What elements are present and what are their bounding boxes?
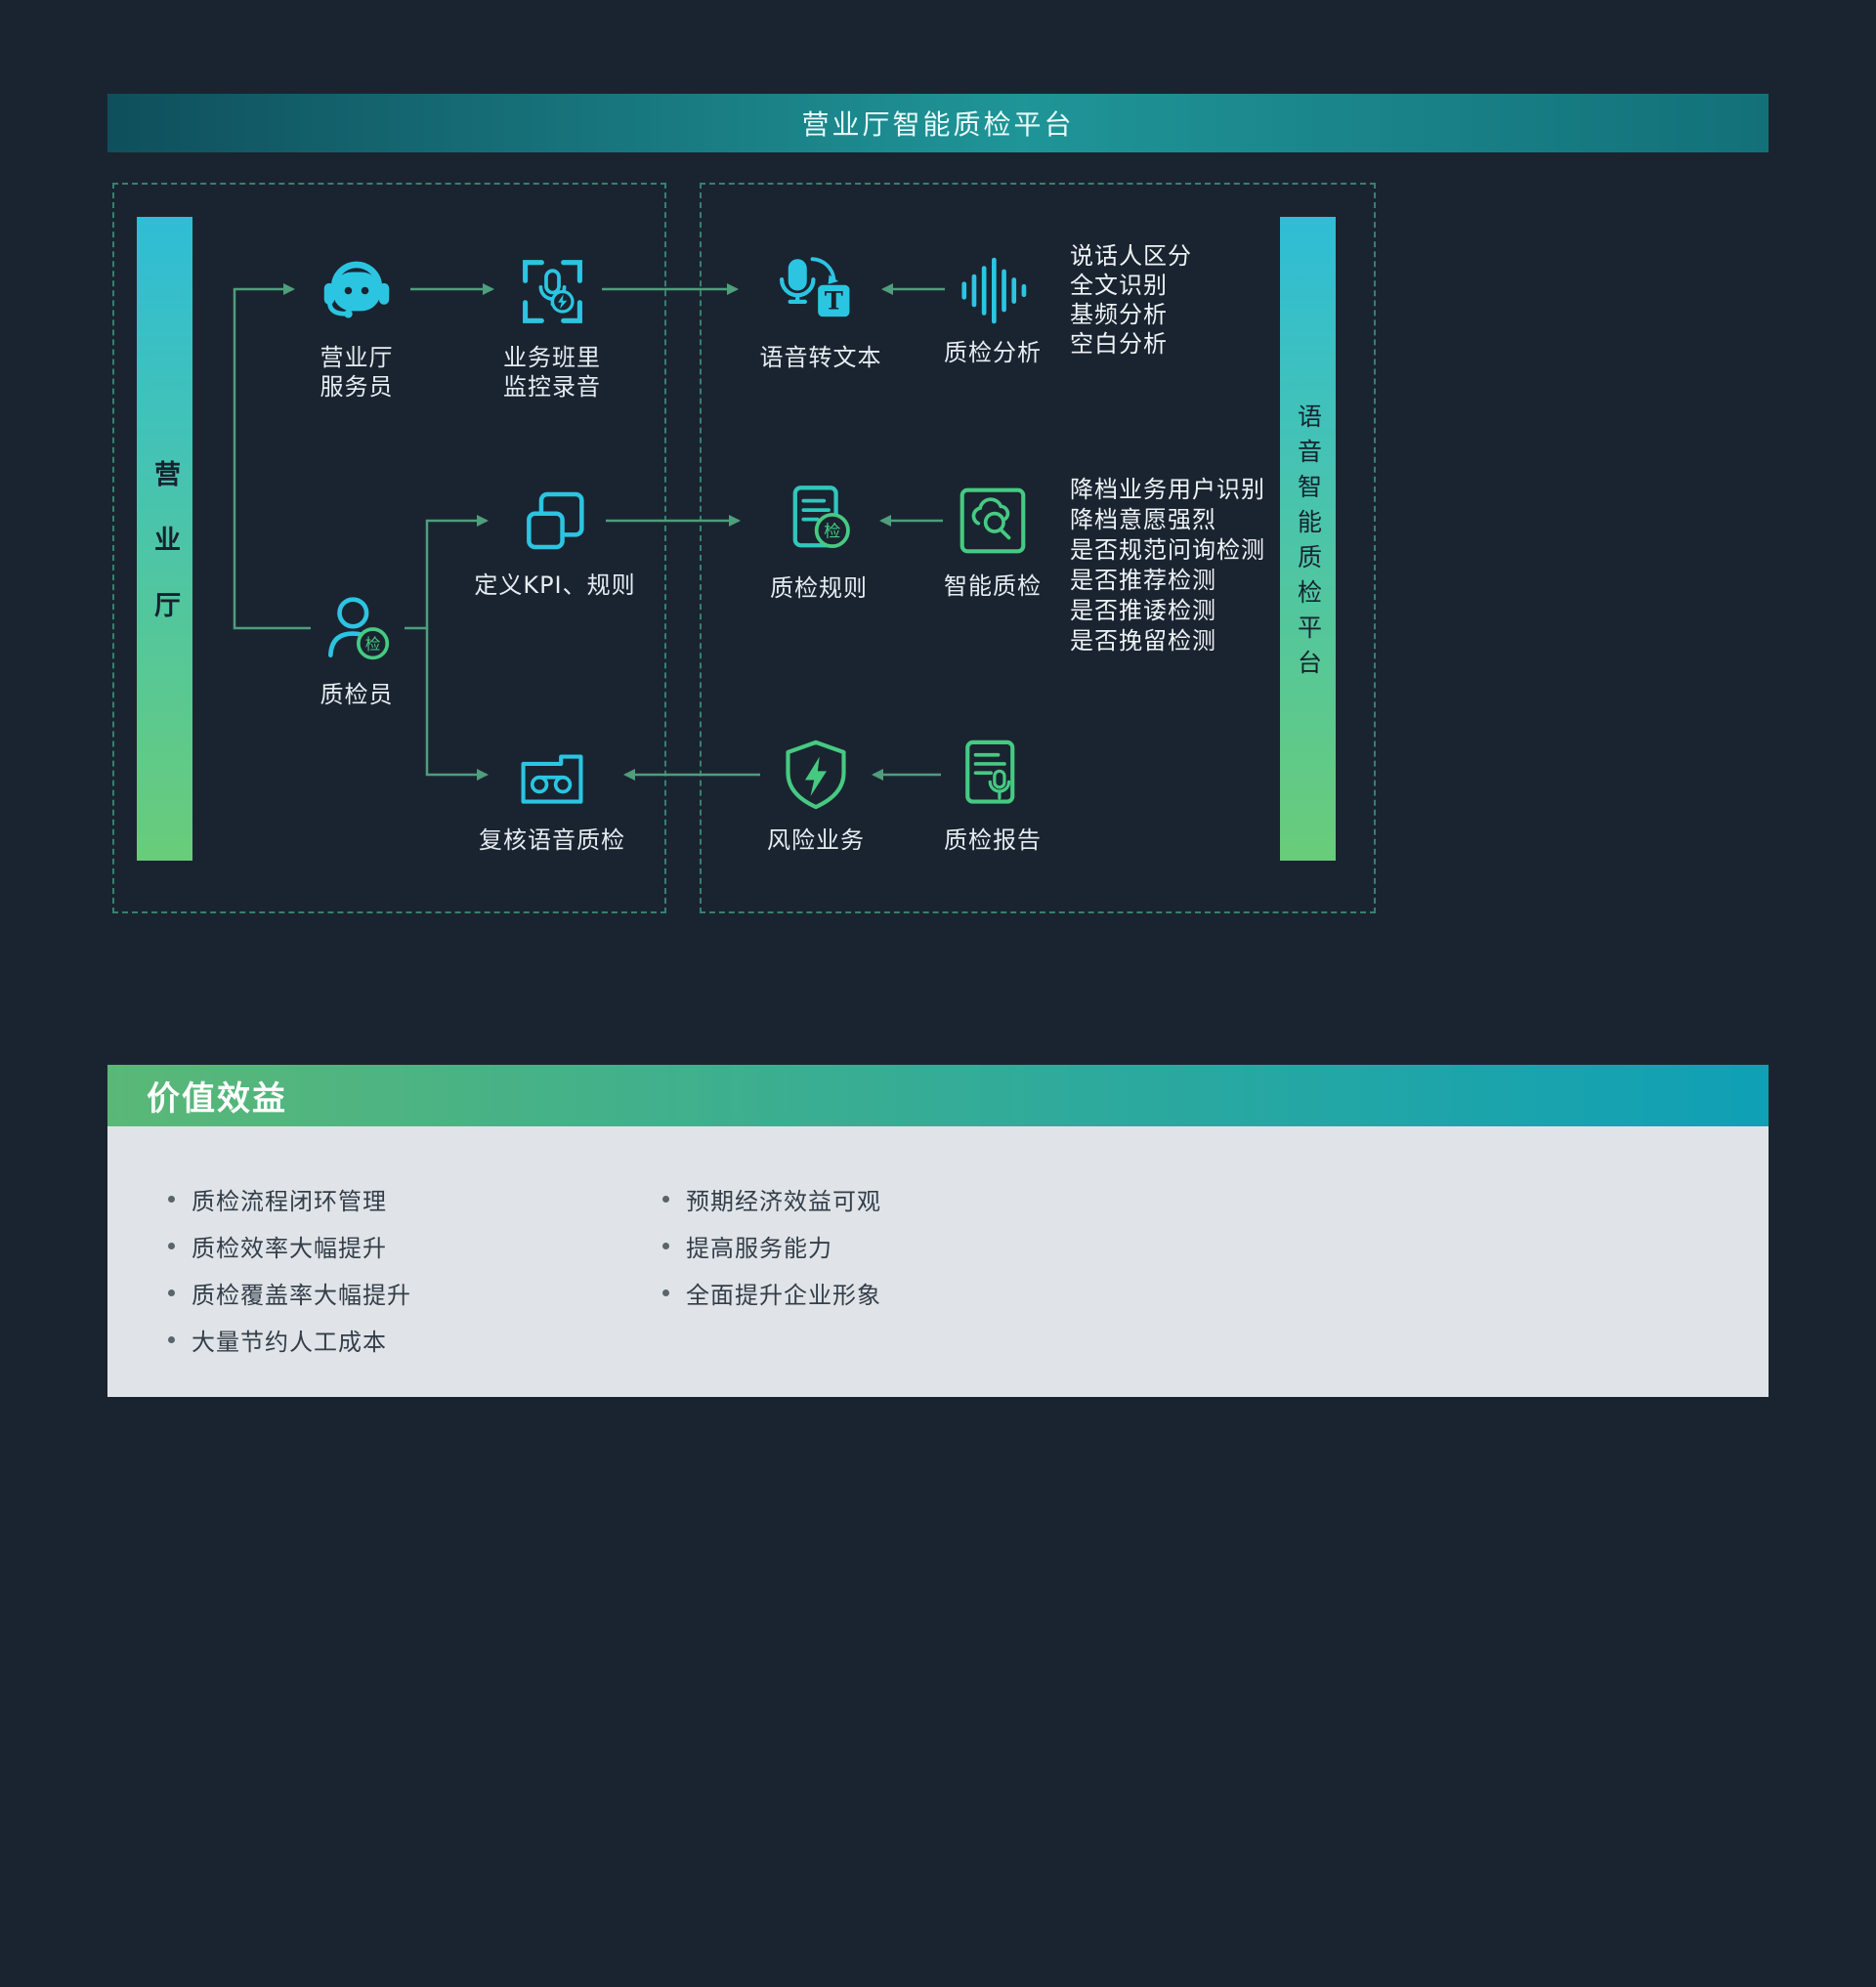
analysis-annotations: 说话人区分 全文识别 基频分析 空白分析 [1070, 241, 1192, 359]
node-label: 语音转文本 [760, 343, 882, 372]
letter-t-glyph: T [825, 287, 843, 317]
voice-qc-platform-bar: 语音智能质检平台 [1280, 217, 1336, 861]
overlapping-squares-icon [526, 491, 584, 550]
rules-document-icon: 检 [792, 486, 850, 549]
label-line: 风险业务 [767, 826, 865, 854]
benefit-item: 预期经济效益可观 [662, 1175, 881, 1222]
benefit-text: 质检效率大幅提升 [192, 1234, 387, 1262]
node-qc-report: 质检报告 [944, 730, 1042, 855]
diagram-title-bar: 营业厅智能质检平台 [107, 94, 1769, 152]
voice-review-recorder-icon [521, 754, 583, 804]
benefit-text: 质检覆盖率大幅提升 [192, 1281, 411, 1309]
node-speech-to-text: T 语音转文本 [760, 244, 882, 372]
label-line: 质检规则 [770, 574, 868, 602]
label-line: 营业厅 [320, 344, 394, 371]
bullet-dot [168, 1242, 175, 1249]
annotation-line: 空白分析 [1070, 330, 1168, 358]
node-label: 质检分析 [944, 338, 1042, 367]
node-label: 定义KPI、规则 [474, 571, 635, 600]
benefits-title: 价值效益 [147, 1079, 287, 1119]
node-smart-qc: 智能质检 [944, 476, 1042, 601]
monitor-recording-icon [522, 260, 582, 323]
label-line: 定义KPI、规则 [474, 571, 636, 599]
annotation-line: 是否规范问询检测 [1070, 536, 1265, 564]
annotation-line: 全文识别 [1070, 272, 1168, 299]
benefits-right-column: 预期经济效益可观 提高服务能力 全面提升企业形象 [662, 1175, 881, 1316]
label-line: 语音转文本 [759, 344, 882, 371]
annotation-line: 基频分析 [1070, 301, 1168, 328]
annotation-line: 说话人区分 [1070, 242, 1192, 270]
node-label: 质检员 [320, 680, 394, 709]
business-hall-bar: 营业厅 [137, 217, 192, 861]
benefit-item: 全面提升企业形象 [662, 1269, 881, 1316]
node-review-voice-qc: 复核语音质检 [479, 730, 625, 855]
badge-char: 检 [824, 523, 840, 542]
node-label: 营业厅 服务员 [320, 343, 394, 402]
inspector-person-icon: 检 [328, 597, 390, 660]
benefit-text: 大量节约人工成本 [192, 1328, 387, 1356]
bullet-dot [168, 1335, 175, 1343]
benefit-item: 质检覆盖率大幅提升 [168, 1269, 411, 1316]
annotation-line: 是否推荐检测 [1070, 567, 1216, 594]
annotation-line: 是否推诿检测 [1070, 597, 1216, 624]
diagram-title: 营业厅智能质检平台 [801, 108, 1075, 141]
label-line: 质检员 [320, 681, 394, 708]
benefit-item: 大量节约人工成本 [168, 1316, 411, 1363]
node-label: 智能质检 [944, 571, 1042, 601]
node-qc-rules: 检 质检规则 [770, 475, 868, 603]
node-label: 复核语音质检 [479, 825, 625, 855]
benefit-item: 提高服务能力 [662, 1222, 881, 1269]
label-line: 质检分析 [944, 339, 1042, 366]
node-inspector: 检 质检员 [312, 584, 402, 709]
bullet-dot [168, 1195, 175, 1203]
annotation-line: 降档业务用户识别 [1070, 476, 1265, 503]
benefit-text: 全面提升企业形象 [686, 1281, 881, 1309]
badge-char: 检 [365, 635, 381, 654]
benefit-text: 提高服务能力 [686, 1234, 832, 1262]
node-qc-analysis: 质检分析 [944, 249, 1042, 367]
label-line: 监控录音 [503, 373, 601, 401]
node-monitor-recording: 业务班里 监控录音 [503, 246, 601, 402]
smart-qc-annotations: 降档业务用户识别 降档意愿强烈 是否规范问询检测 是否推荐检测 是否推诿检测 是… [1070, 475, 1265, 656]
benefits-left-column: 质检流程闭环管理 质检效率大幅提升 质检覆盖率大幅提升 大量节约人工成本 [168, 1175, 411, 1363]
bullet-dot [662, 1242, 669, 1249]
benefits-header: 价值效益 [107, 1065, 1769, 1126]
business-hall-group-box [112, 183, 666, 913]
cloud-search-icon [959, 487, 1026, 554]
label-line: 服务员 [320, 373, 394, 401]
node-risk-business: 风险业务 [767, 730, 865, 855]
benefit-text: 质检流程闭环管理 [192, 1187, 387, 1215]
bullet-dot [168, 1289, 175, 1296]
voice-qc-platform-group-box [700, 183, 1376, 913]
node-hall-agent: 营业厅 服务员 [311, 244, 404, 402]
bullet-dot [662, 1195, 669, 1203]
bullet-dot [662, 1289, 669, 1296]
headset-agent-icon [323, 261, 390, 318]
node-label: 风险业务 [767, 825, 865, 855]
voice-qc-platform-bar-label: 语音智能质检平台 [1294, 403, 1323, 685]
benefit-item: 质检效率大幅提升 [168, 1222, 411, 1269]
benefit-item: 质检流程闭环管理 [168, 1175, 411, 1222]
business-hall-bar-label: 营业厅 [149, 460, 180, 656]
speech-to-text-icon: T [779, 257, 850, 317]
node-label: 质检报告 [944, 825, 1042, 855]
label-line: 智能质检 [944, 572, 1042, 600]
label-line: 业务班里 [503, 344, 601, 371]
shield-lightning-icon [786, 740, 846, 810]
node-label: 业务班里 监控录音 [503, 343, 601, 402]
node-define-kpi: 定义KPI、规则 [474, 477, 635, 600]
benefits-body: 质检流程闭环管理 质检效率大幅提升 质检覆盖率大幅提升 大量节约人工成本 预期经… [107, 1126, 1769, 1397]
report-document-mic-icon [965, 740, 1015, 804]
waveform-icon [960, 257, 1026, 324]
label-line: 质检报告 [944, 826, 1042, 854]
benefit-text: 预期经济效益可观 [686, 1187, 881, 1215]
annotation-line: 降档意愿强烈 [1070, 506, 1216, 533]
node-label: 质检规则 [770, 573, 868, 603]
label-line: 复核语音质检 [479, 826, 625, 854]
annotation-line: 是否挽留检测 [1070, 627, 1216, 655]
